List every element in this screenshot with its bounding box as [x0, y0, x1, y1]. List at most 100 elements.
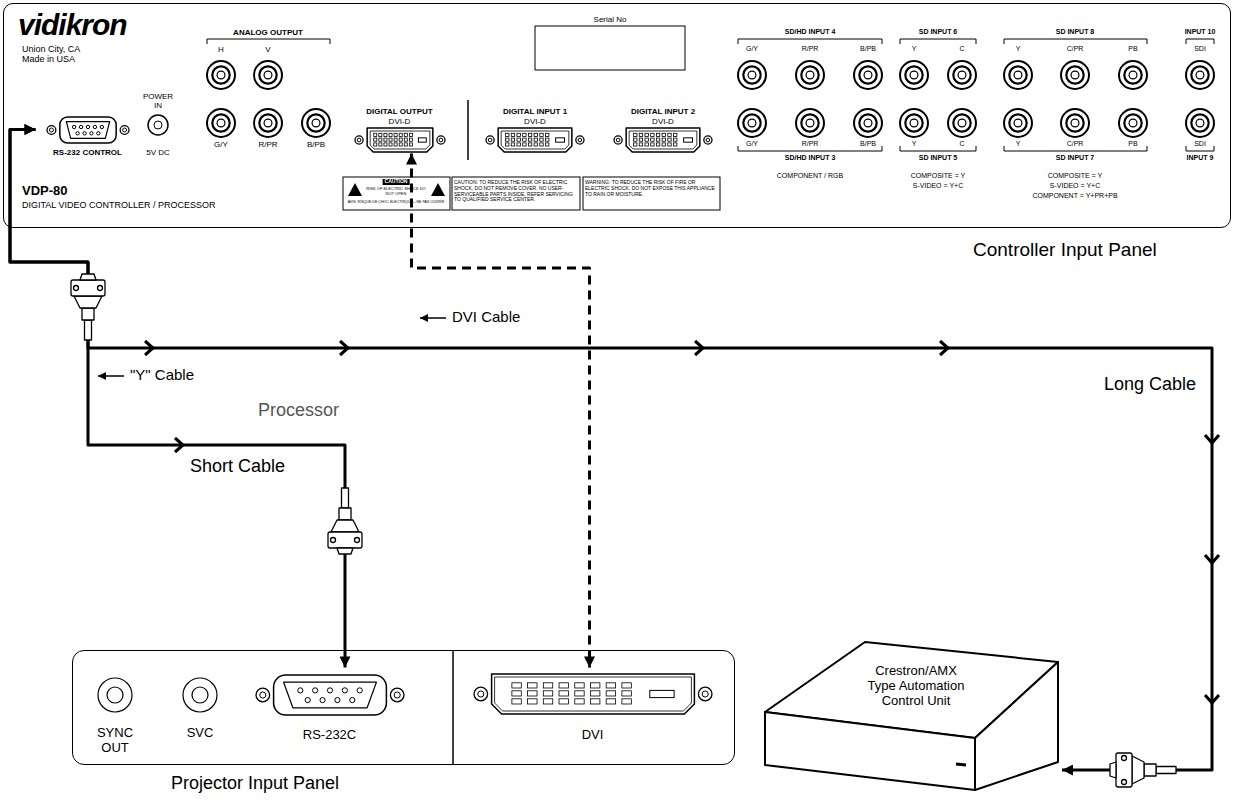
brand-logo: vidikron [18, 8, 127, 43]
dvi-port [614, 128, 712, 152]
node-label: Controller Input Panel [973, 239, 1157, 261]
divider-line [467, 100, 469, 160]
panel-label: ANALOG OUTPUT [233, 28, 303, 37]
panel-label: Union City, CA [22, 44, 80, 54]
panel-label: Y [912, 45, 917, 53]
db9-plug [71, 274, 105, 340]
flow-chevron [340, 341, 348, 355]
panel-label: CAUTION [383, 179, 410, 185]
panel-label: Y [1016, 45, 1021, 53]
serial-cable [10, 130, 1212, 771]
panel-label: SD INPUT 7 [1056, 154, 1095, 162]
panel-label: SYNC OUT [92, 726, 138, 756]
panel-label: B/PB [860, 45, 876, 53]
dvi-cable [412, 154, 590, 668]
panel-label: AVIS: RISQUE DE CHOC ELECTRIQUE—NE PAS O… [348, 200, 445, 204]
warning-text: WARNING: TO REDUCE THE RISK OF FIRE OR E… [585, 180, 717, 197]
db9-plug [1110, 753, 1176, 787]
group-bracket [738, 39, 882, 151]
db9-port [47, 117, 129, 143]
group-bracket [1004, 39, 1147, 151]
panel-label: SD/HD INPUT 3 [785, 154, 836, 162]
panel-label: Made in USA [22, 54, 75, 64]
bnc-connector [254, 109, 282, 137]
serial-box [535, 26, 685, 70]
panel-label: S-VIDEO = Y+C [1050, 182, 1100, 190]
rs232-port: RS-232 CONTROL [36, 112, 140, 164]
panel-label: RISK OF ELECTRIC SHOCK DO NOT OPEN [365, 187, 427, 196]
projector-panel: Projector Input PanelRS-232CDVI [72, 650, 735, 765]
panel-label: R/PR [258, 140, 277, 149]
node-label: RS-232C [303, 728, 356, 743]
cable-label: DVI Cable [452, 308, 520, 325]
panel-label: DIGITAL INPUT 1 [503, 107, 567, 116]
leader-arrow [98, 375, 124, 377]
panel-label: R/PR [802, 140, 819, 148]
panel-label: SDI [1194, 45, 1206, 53]
flow-chevron [940, 341, 948, 355]
panel-label: SVC [187, 726, 214, 741]
power-jack [148, 115, 168, 135]
warning-box [583, 177, 720, 210]
bnc-connector [1004, 61, 1032, 89]
panel-label: INPUT 9 [1187, 154, 1214, 162]
panel-label: R/PR [802, 45, 819, 53]
bnc-connector [948, 61, 976, 89]
jack-socket [98, 678, 132, 712]
dvi-input-port: DVI [462, 668, 724, 758]
dvi-output-port: DIGITAL OUTPUTDVI-D [350, 104, 450, 154]
panel-label: SD INPUT 5 [919, 154, 958, 162]
caution-sticker [343, 177, 450, 210]
node-label: DVI [582, 728, 604, 743]
panel-label: C/PR [1067, 140, 1084, 148]
bnc-connector [1004, 109, 1032, 137]
warning-triangle [348, 183, 445, 196]
caution-box [452, 177, 580, 210]
panel-label: G/Y [746, 45, 758, 53]
group-bracket [207, 39, 330, 44]
node-label: DIGITAL OUTPUT [366, 107, 432, 116]
panel-label: COMPONENT / RGB [777, 172, 843, 180]
control-unit: Crestron/AMX Type Automation Control Uni… [760, 632, 1062, 792]
panel-label: V [265, 45, 270, 54]
model-name: VDP-80 [22, 184, 68, 199]
flow-chevron [175, 438, 183, 452]
node-label: Projector Input Panel [171, 773, 339, 794]
panel-label: B/PB [860, 140, 876, 148]
bnc-connector [854, 109, 882, 137]
panel-label: COMPONENT = Y+PR+PB [1032, 192, 1117, 200]
bnc-connector [1186, 61, 1214, 89]
cable-label: Short Cable [190, 456, 285, 477]
bnc-connector [900, 61, 928, 89]
flow-chevron [1205, 695, 1219, 703]
node-outline [245, 668, 415, 758]
divider-line [452, 650, 454, 765]
panel-label: Y [912, 140, 917, 148]
node-outline [462, 668, 724, 758]
node-label: DVI-D [389, 117, 411, 126]
serial-cable [10, 130, 345, 668]
panel-label: DIGITAL VIDEO CONTROLLER / PROCESSOR [22, 200, 216, 210]
panel-label: C [959, 140, 964, 148]
rs232-port: RS-232C [245, 668, 415, 758]
group-bracket [1186, 39, 1214, 151]
bnc-connector [854, 61, 882, 89]
flow-chevron [145, 341, 153, 355]
bnc-connector [1186, 109, 1214, 137]
bnc-connector [1061, 109, 1089, 137]
panel-label: C [959, 45, 964, 53]
control-unit-box [765, 642, 1058, 790]
db9-port [256, 675, 404, 715]
group-bracket [900, 39, 976, 151]
bnc-connector [796, 61, 824, 89]
bnc-connector [738, 61, 766, 89]
leader-arrow [420, 317, 446, 319]
flow-chevron [695, 341, 703, 355]
panel-label: S-VIDEO = Y+C [913, 182, 963, 190]
bnc-connector [207, 109, 235, 137]
panel-label: Y [1016, 140, 1021, 148]
db9-plug [328, 488, 362, 554]
node-label: Crestron/AMX Type Automation Control Uni… [861, 664, 971, 709]
bnc-connector [1119, 61, 1147, 89]
panel-label: INPUT 10 [1185, 28, 1216, 36]
